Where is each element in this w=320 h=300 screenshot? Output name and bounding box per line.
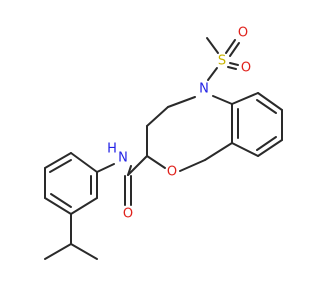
- bond-c5a-c6: [231, 92, 259, 105]
- bond-ar1-ar2: [70, 152, 98, 173]
- atom-o-ring-label: O: [167, 165, 177, 180]
- bond-ch-me1: [44, 243, 72, 260]
- bond-c4-c3: [146, 106, 169, 127]
- bond-n-cipso: [96, 163, 115, 173]
- bond-s-n: [207, 67, 218, 81]
- bond-s-o1: [225, 39, 236, 54]
- structure-svg: S O O N O N H O: [44, 26, 283, 260]
- bond-c6-c7: [257, 92, 283, 111]
- atom-o-carbonyl-label: O: [123, 207, 133, 222]
- atom-n-ring-label: N: [199, 82, 209, 97]
- bond-n-c4: [167, 96, 196, 108]
- bond-s-o2-double: [227, 66, 237, 70]
- atom-o-sulfonyl-2-label: O: [241, 61, 251, 76]
- bond-s-o2: [229, 62, 239, 66]
- bond-ch-me2: [70, 243, 98, 260]
- bond-camide-n: [127, 165, 132, 176]
- bond-c2-o: [146, 155, 166, 169]
- bond-c9a-o-link: [204, 142, 233, 161]
- bond-ar2-ar3: [44, 152, 72, 169]
- bond-s-o1-double: [229, 42, 240, 57]
- bond-o-c9a: [179, 159, 206, 172]
- bond-c2-camide: [127, 155, 148, 176]
- atom-o-sulfonyl-1-label: O: [238, 26, 248, 41]
- bond-ar4-ar5-inner: [50, 193, 72, 208]
- bond-c9-c9a: [231, 142, 259, 157]
- molecule-diagram: S O O N O N H O: [44, 26, 283, 260]
- bond-ar4-ar5: [44, 197, 72, 215]
- atom-h-amide-label: H: [107, 142, 117, 157]
- bond-c8-c9-inner: [256, 136, 277, 151]
- bond-c6-c7-inner: [256, 99, 277, 114]
- bond-n-c5a: [212, 95, 233, 105]
- atom-s-label: S: [218, 54, 226, 69]
- bond-ar5-ar6: [70, 197, 98, 215]
- bond-ch3-s: [206, 37, 219, 54]
- bond-ar2-ar3-inner: [49, 159, 72, 173]
- atom-n-amide-label: N: [118, 151, 128, 166]
- bond-c8-c9: [257, 139, 283, 157]
